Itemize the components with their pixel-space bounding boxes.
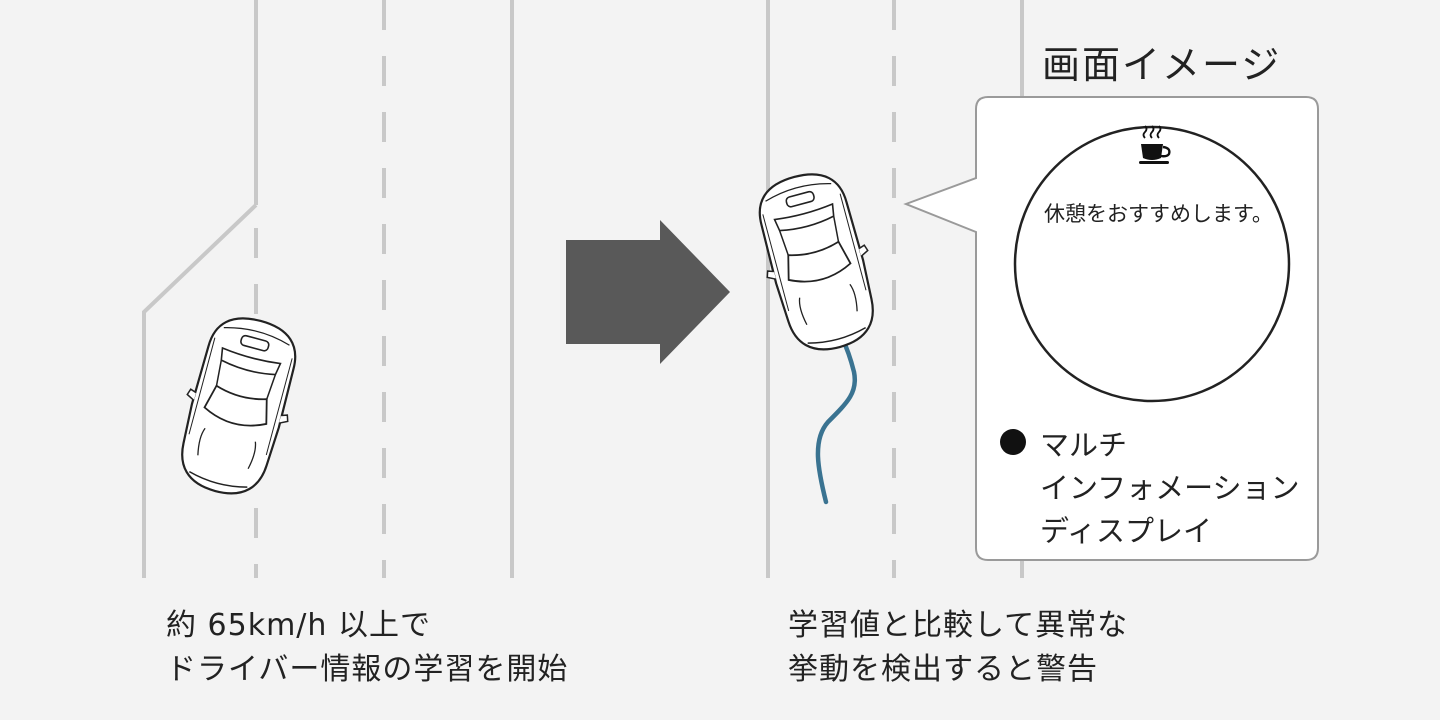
caption-left-line: ドライバー情報の学習を開始 (166, 652, 569, 687)
caption-right: 学習値と比較して異常な 挙動を検出すると警告 (788, 604, 1128, 692)
car-left-icon (163, 306, 313, 506)
caption-right-line: 挙動を検出すると警告 (788, 652, 1098, 687)
caption-right-line: 学習値と比較して異常な (788, 608, 1129, 643)
coffee-cup-icon (1139, 125, 1171, 164)
car-right-icon (742, 162, 892, 362)
caption-left: 約 65km/h 以上で ドライバー情報の学習を開始 (166, 604, 568, 692)
screen-message: 休憩をおすすめします。 (1044, 202, 1273, 226)
caption-left-line: 約 65km/h 以上で (166, 608, 431, 643)
display-label-line: マルチ (1040, 428, 1128, 462)
display-label-line: インフォメーション (1040, 471, 1300, 505)
display-screen (1013, 125, 1291, 403)
road-left (142, 0, 514, 578)
road-merge-line (142, 203, 258, 578)
display-label-line: ディスプレイ (1040, 514, 1212, 548)
wobble-trajectory (815, 335, 858, 505)
display-label: マルチ インフォメーション ディスプレイ (1000, 424, 1300, 553)
screen-title: 画面イメージ (1042, 43, 1282, 87)
arrow-right-icon (566, 220, 730, 364)
bullet-icon (1000, 429, 1026, 455)
